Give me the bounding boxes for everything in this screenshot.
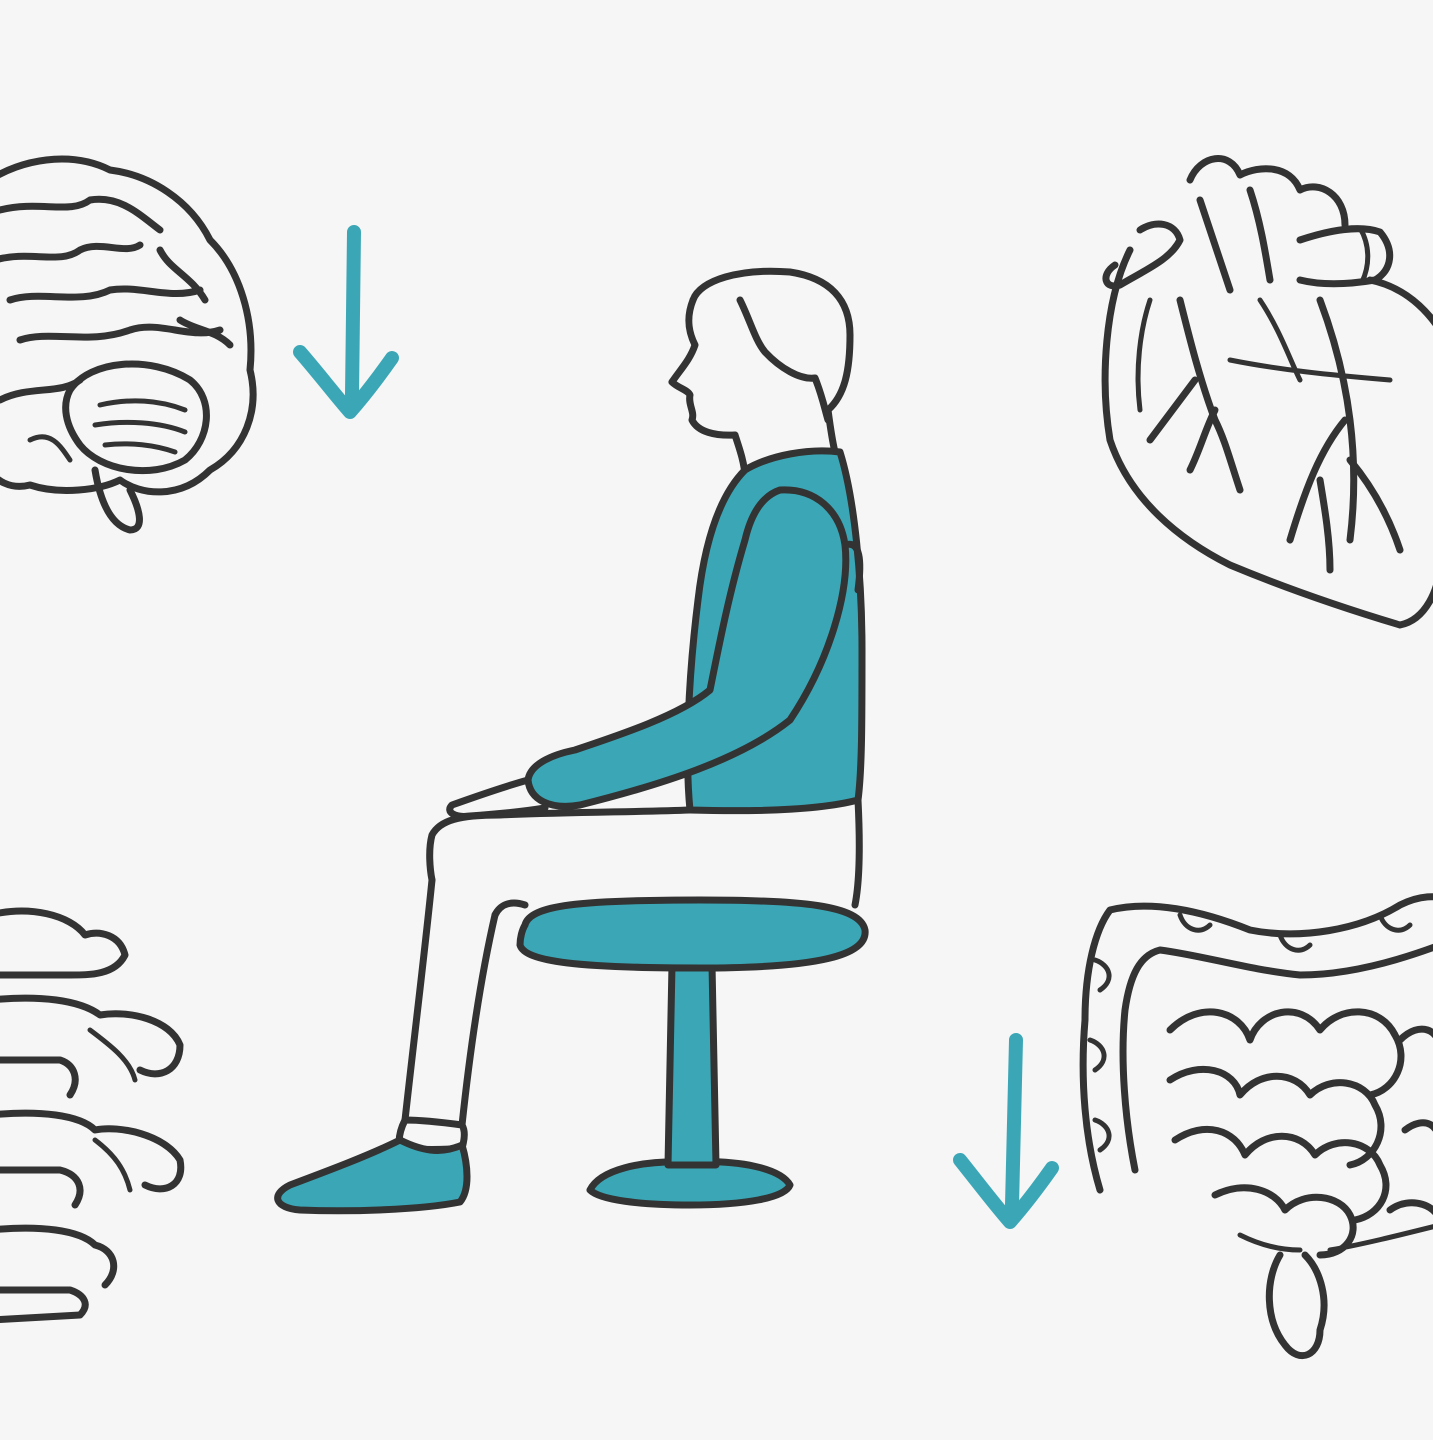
- intestines-icon: [1083, 897, 1433, 1356]
- brain-icon: [0, 159, 253, 530]
- heart-icon: [1105, 159, 1433, 625]
- seated-person: [278, 271, 862, 1210]
- stool: [520, 900, 865, 1205]
- arrow-down-icon: [960, 1040, 1052, 1222]
- arrow-down-icon: [300, 232, 392, 412]
- spine-icon: [0, 911, 181, 1320]
